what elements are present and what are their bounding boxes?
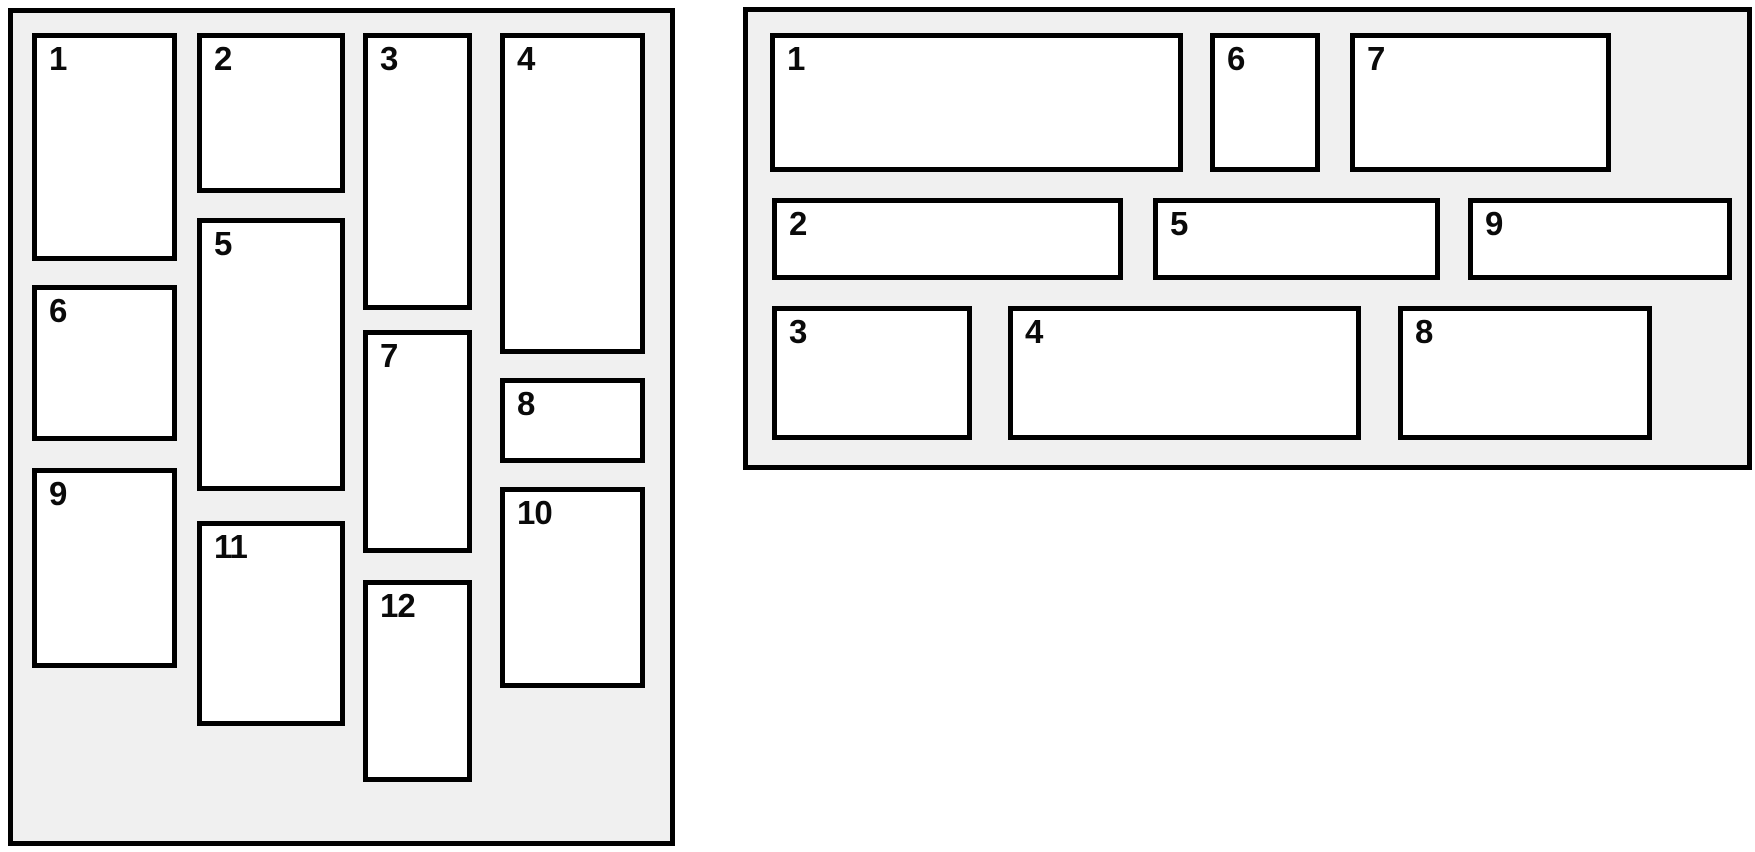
item-number: 3 [789,313,807,350]
item-number: 4 [1025,313,1043,350]
masonry-item-1: 1 [770,33,1183,172]
masonry-item-7: 7 [363,330,472,553]
item-number: 8 [517,385,535,422]
masonry-item-2: 2 [772,198,1123,280]
masonry-item-3: 3 [772,306,972,440]
item-number: 11 [214,528,248,565]
masonry-item-1: 1 [32,33,177,261]
item-number: 10 [517,494,553,531]
item-number: 1 [787,40,805,77]
masonry-item-6: 6 [32,285,177,441]
item-number: 5 [1170,205,1188,242]
item-number: 12 [380,587,416,624]
item-number: 2 [214,40,232,77]
masonry-item-2: 2 [197,33,345,193]
item-number: 7 [380,337,398,374]
item-number: 8 [1415,313,1433,350]
masonry-item-8: 8 [500,378,645,463]
masonry-item-9: 9 [1468,198,1732,280]
item-number: 9 [49,475,67,512]
item-number: 2 [789,205,807,242]
masonry-item-9: 9 [32,468,177,668]
item-number: 6 [49,292,67,329]
masonry-item-4: 4 [500,33,645,354]
item-number: 7 [1367,40,1385,77]
column-masonry-panel: 1 2 3 4 5 6 7 8 9 10 11 12 [8,8,675,846]
item-number: 9 [1485,205,1503,242]
masonry-item-3: 3 [363,33,472,310]
masonry-item-5: 5 [197,218,345,491]
item-number: 5 [214,225,232,262]
item-number: 4 [517,40,535,77]
item-number: 6 [1227,40,1245,77]
row-masonry-panel: 1 6 7 2 5 9 3 4 8 [743,7,1752,470]
masonry-item-12: 12 [363,580,472,782]
masonry-item-7: 7 [1350,33,1611,172]
masonry-item-11: 11 [197,521,345,726]
masonry-item-5: 5 [1153,198,1440,280]
item-number: 1 [49,40,67,77]
masonry-item-6: 6 [1210,33,1320,172]
item-number: 3 [380,40,398,77]
masonry-item-4: 4 [1008,306,1361,440]
masonry-item-10: 10 [500,487,645,688]
masonry-item-8: 8 [1398,306,1652,440]
